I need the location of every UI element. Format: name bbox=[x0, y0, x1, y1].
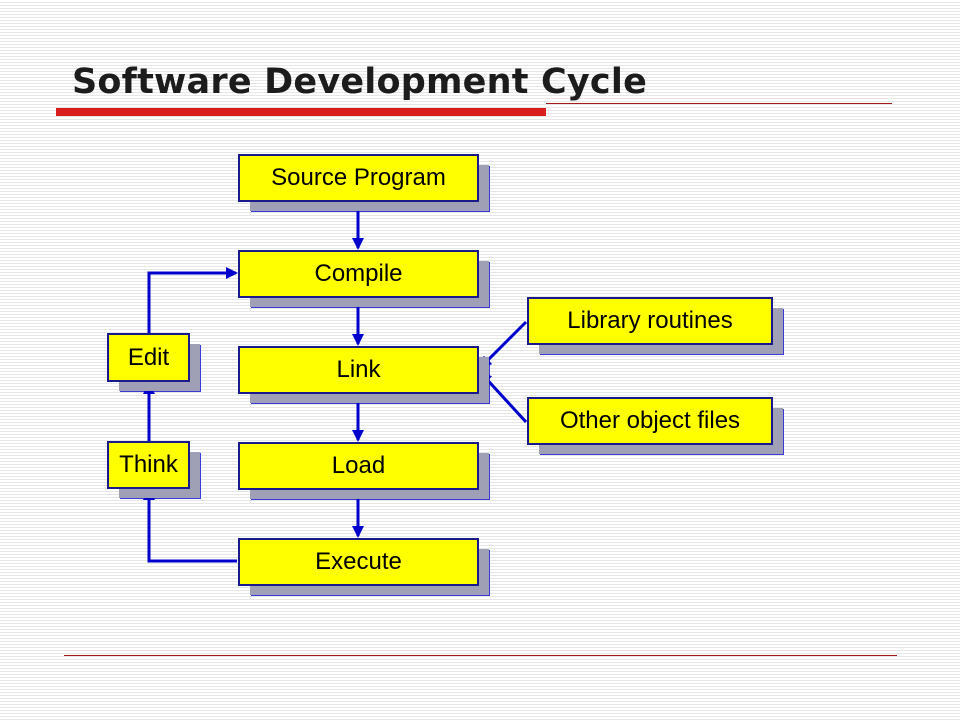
arrow-objects-to-link bbox=[479, 371, 528, 424]
execute-box: Execute bbox=[238, 538, 490, 596]
arrow-edit-to-compile bbox=[147, 267, 238, 333]
link-box: Link bbox=[238, 346, 490, 404]
library-routines-box: Library routines bbox=[527, 297, 784, 355]
think-box: Think bbox=[107, 441, 201, 499]
arrow-execute-to-think bbox=[143, 488, 237, 563]
title-underline-bar bbox=[56, 108, 546, 116]
load-box: Load bbox=[238, 442, 490, 500]
title-underline-rule bbox=[546, 103, 892, 104]
compile-box: Compile bbox=[238, 250, 490, 308]
source-program-box: Source Program bbox=[238, 154, 490, 212]
other-object-files-box: Other object files bbox=[527, 397, 784, 455]
footer-rule bbox=[64, 655, 897, 656]
slide-title: Software Development Cycle bbox=[72, 62, 648, 102]
arrow-library-to-link bbox=[479, 320, 528, 369]
edit-box: Edit bbox=[107, 333, 201, 392]
